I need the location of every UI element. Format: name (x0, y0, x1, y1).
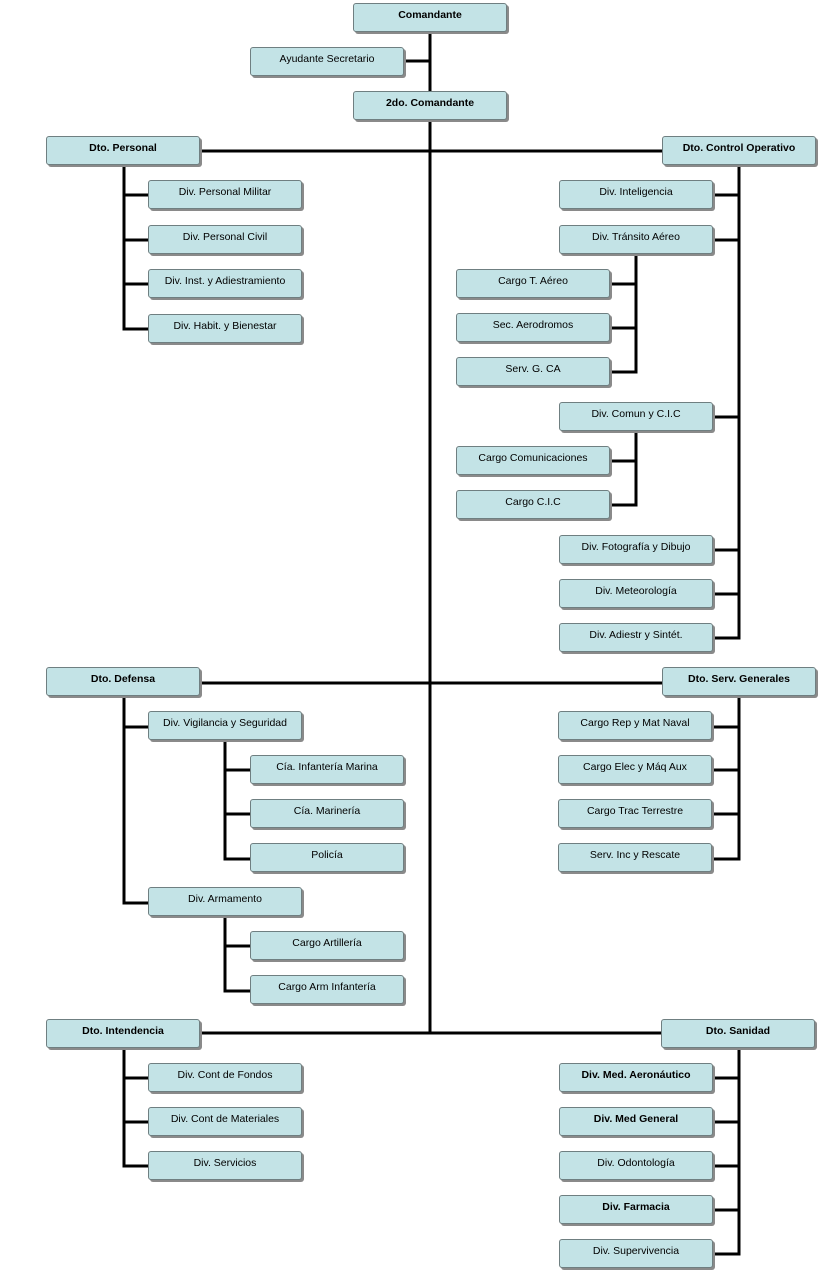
org-node-d1a: Cía. Infantería Marina (250, 755, 404, 784)
org-node-c2: Div. Tránsito Aéreo (559, 225, 713, 254)
org-node-segundo: 2do. Comandante (353, 91, 507, 120)
org-node-control: Dto. Control Operativo (662, 136, 816, 165)
org-node-d2b: Cargo Arm Infantería (250, 975, 404, 1004)
org-node-n3: Div. Odontología (559, 1151, 713, 1180)
org-node-n5: Div. Supervivencia (559, 1239, 713, 1268)
org-node-d2a: Cargo Artillería (250, 931, 404, 960)
org-node-p1: Div. Personal Militar (148, 180, 302, 209)
org-node-d1: Div. Vigilancia y Seguridad (148, 711, 302, 740)
org-node-s4: Serv. Inc y Rescate (558, 843, 712, 872)
org-node-p2: Div. Personal Civil (148, 225, 302, 254)
org-node-c3b: Cargo C.I.C (456, 490, 610, 519)
org-node-defensa: Dto. Defensa (46, 667, 200, 696)
org-node-d1b: Cía. Marinería (250, 799, 404, 828)
org-node-c5: Div. Meteorología (559, 579, 713, 608)
org-node-personal: Dto. Personal (46, 136, 200, 165)
org-node-c2c: Serv. G. CA (456, 357, 610, 386)
org-node-comandante: Comandante (353, 3, 507, 32)
org-node-c3: Div. Comun y C.I.C (559, 402, 713, 431)
org-node-n4: Div. Farmacia (559, 1195, 713, 1224)
org-node-p3: Div. Inst. y Adiestramiento (148, 269, 302, 298)
org-node-d2: Div. Armamento (148, 887, 302, 916)
org-node-s3: Cargo Trac Terrestre (558, 799, 712, 828)
org-node-c2a: Cargo T. Aéreo (456, 269, 610, 298)
org-node-i1: Div. Cont de Fondos (148, 1063, 302, 1092)
org-node-sanidad: Dto. Sanidad (661, 1019, 815, 1048)
org-node-c4: Div. Fotografía y Dibujo (559, 535, 713, 564)
org-node-c6: Div. Adiestr y Sintét. (559, 623, 713, 652)
org-node-s2: Cargo Elec y Máq Aux (558, 755, 712, 784)
org-node-s1: Cargo Rep y Mat Naval (558, 711, 712, 740)
org-node-i3: Div. Servicios (148, 1151, 302, 1180)
org-node-intendencia: Dto. Intendencia (46, 1019, 200, 1048)
org-node-i2: Div. Cont de Materiales (148, 1107, 302, 1136)
org-node-c3a: Cargo Comunicaciones (456, 446, 610, 475)
org-node-p4: Div. Habit. y Bienestar (148, 314, 302, 343)
org-node-c1: Div. Inteligencia (559, 180, 713, 209)
org-node-servicios: Dto. Serv. Generales (662, 667, 816, 696)
org-node-n1: Div. Med. Aeronáutico (559, 1063, 713, 1092)
org-node-c2b: Sec. Aerodromos (456, 313, 610, 342)
org-node-ayudante: Ayudante Secretario (250, 47, 404, 76)
org-node-d1c: Policía (250, 843, 404, 872)
org-node-n2: Div. Med General (559, 1107, 713, 1136)
